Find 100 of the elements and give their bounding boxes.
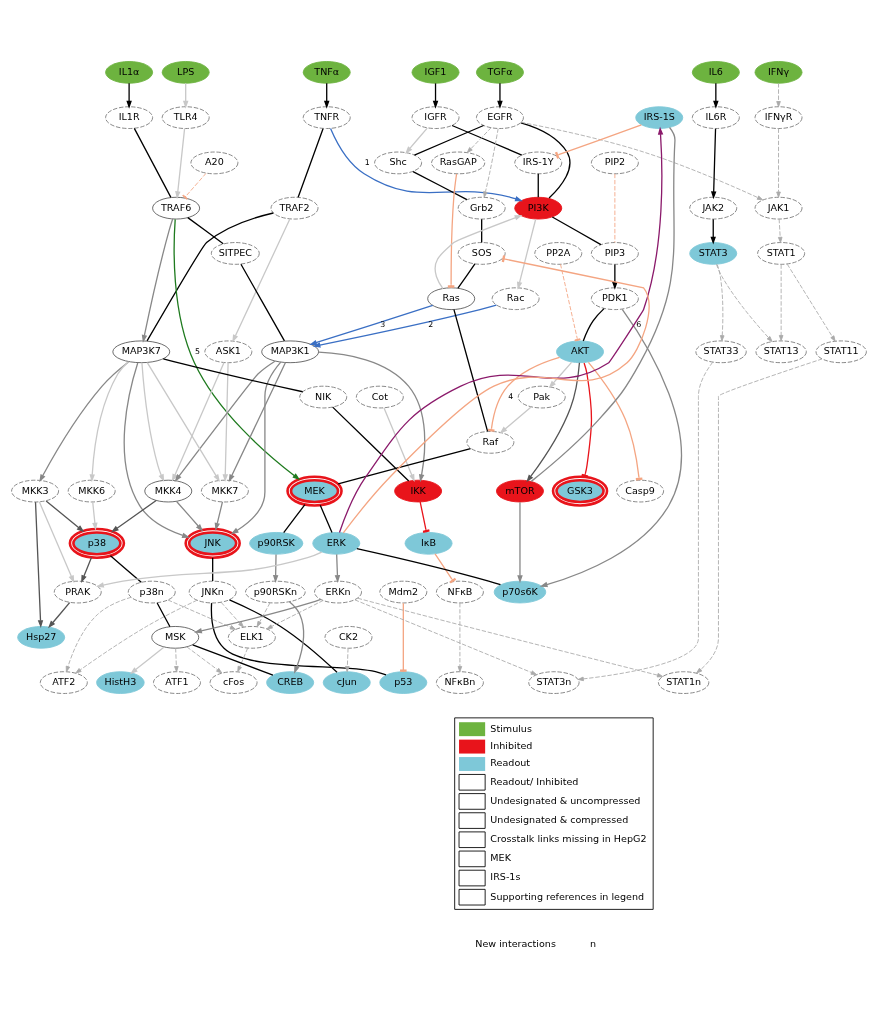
arrow: [696, 358, 823, 674]
connector: [182, 173, 207, 200]
node-ellipse: ATF2: [39, 671, 88, 694]
node-ellipse: A20: [190, 151, 239, 175]
connector: [162, 358, 304, 393]
node-ellipse: CK2: [324, 626, 373, 649]
arrow: [338, 126, 664, 534]
connector: [457, 263, 476, 289]
connector: [342, 255, 650, 534]
node-ellipse: IGFR: [411, 106, 460, 129]
arrow: [45, 500, 85, 533]
connector: [319, 504, 333, 534]
node-ellipse: STAT1: [757, 242, 806, 265]
arrow: [612, 263, 618, 290]
arrow: [228, 361, 287, 483]
connector: [192, 644, 274, 676]
node-ellipse: IFNγ: [754, 61, 803, 84]
node-ellipse: JNKn: [188, 580, 237, 604]
arrow: [266, 600, 324, 630]
arrow: [232, 218, 291, 343]
arrow: [92, 501, 98, 531]
node-ellipse: IκB: [404, 532, 453, 555]
node-ellipse: NFκBn: [435, 671, 484, 694]
arrow: [194, 598, 322, 634]
arrow: [288, 601, 305, 674]
connector: [228, 599, 338, 673]
node-ellipse: MSK: [151, 626, 200, 649]
arrow: [539, 308, 682, 588]
arrow: [96, 551, 323, 588]
arrow: [383, 407, 415, 482]
arrow: [175, 500, 204, 532]
arrow: [716, 264, 725, 342]
node-ellipse: ERKn: [314, 580, 362, 604]
edge-label: 4: [508, 391, 514, 401]
legend-label: Inhibited: [490, 740, 533, 752]
node-ellipse: cJun: [322, 671, 371, 694]
arrow: [174, 360, 276, 482]
node-ellipse: Cot: [355, 385, 404, 409]
node-ellipse: MAP3K7: [112, 340, 171, 364]
node-ellipse: STAT13: [755, 340, 807, 364]
edge-label: 3: [380, 320, 386, 330]
arrow: [520, 121, 764, 201]
arrow: [318, 351, 426, 483]
node-ellipse: JAK2: [689, 196, 738, 220]
connector: [283, 504, 306, 534]
arrow: [526, 362, 581, 483]
node-ellipse: p90RSKn: [245, 580, 306, 604]
legend-label: Undesignated & uncompressed: [490, 794, 641, 806]
connector: [133, 127, 172, 199]
arrow: [167, 599, 236, 630]
arrow: [710, 218, 716, 245]
node-ellipse: ASK1: [204, 340, 253, 364]
node-ellipse: TNFα: [302, 61, 351, 84]
connector: [520, 122, 571, 199]
connector: [614, 173, 616, 243]
arrow: [230, 361, 282, 535]
arrow: [466, 127, 492, 153]
node-ellipse: IL6: [691, 61, 740, 84]
node-ellipse: LPS: [161, 61, 210, 84]
arrow: [75, 599, 198, 674]
node-ellipse: mTOR: [496, 479, 544, 503]
connector: [451, 124, 523, 156]
connector: [554, 124, 643, 159]
node-ellipse: TGFα: [476, 61, 524, 84]
node-ellipse: IL6R: [691, 106, 740, 129]
connector: [156, 602, 171, 628]
connector: [481, 218, 483, 244]
legend-label: Supporting references in legend: [490, 890, 645, 902]
node-ellipse: IGF1: [411, 61, 460, 84]
node-ellipse: TRAF2: [270, 196, 319, 220]
node-ellipse: p38n: [127, 580, 176, 604]
node-ellipse: Mdm2: [379, 580, 428, 604]
connector: [581, 362, 593, 478]
arrow: [517, 501, 523, 584]
connector: [109, 555, 142, 583]
arrow: [548, 361, 573, 389]
node-ellipse: Hsp27: [17, 626, 66, 649]
label: New interactions: [475, 938, 556, 950]
arrow: [483, 128, 499, 198]
arrow: [256, 602, 271, 628]
node-ellipse: IRS-1S: [635, 106, 684, 129]
connector: [337, 447, 472, 485]
edge-label: 1: [364, 157, 370, 167]
connector: [297, 128, 324, 198]
legend-label: MEK: [490, 852, 511, 864]
node-ellipse: MKK4: [144, 479, 193, 503]
node-ellipse: TLR4: [161, 106, 210, 129]
connector: [419, 501, 430, 533]
node-ellipse: SITPEC: [210, 242, 260, 265]
arrow: [214, 501, 224, 531]
arrow: [171, 361, 225, 482]
connector: [210, 602, 387, 676]
edge-label: 6: [636, 320, 642, 330]
arrow: [777, 218, 783, 243]
edge-label: 5: [194, 346, 200, 356]
arrow: [141, 218, 174, 343]
connector: [560, 263, 581, 342]
connector: [146, 212, 274, 342]
node-ellipse: ERK: [312, 532, 361, 555]
legend-label: IRS-1s: [490, 871, 521, 883]
